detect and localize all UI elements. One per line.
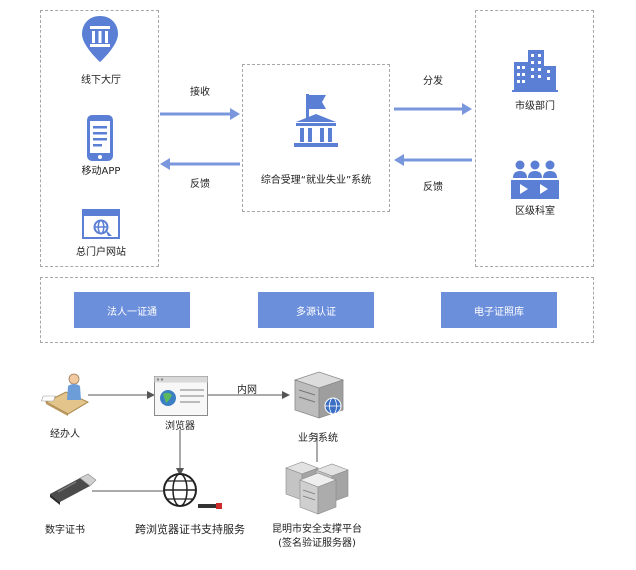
signature-verification-server-label: (签名验证服务器) xyxy=(278,538,356,549)
distribute-label: 分发 xyxy=(423,76,443,87)
building-pin-icon xyxy=(82,16,118,62)
usb-key-icon xyxy=(50,473,97,505)
center-system-box xyxy=(242,64,390,212)
web-portal-icon xyxy=(82,209,120,239)
digital-certificate-label: 数字证书 xyxy=(45,525,85,536)
feedback-left-label: 反馈 xyxy=(190,179,210,190)
globe-key-icon xyxy=(163,473,222,509)
city-department-label: 市级部门 xyxy=(515,101,555,112)
e-license-library-button: 电子证照库 xyxy=(441,292,557,328)
security-platform-label: 昆明市安全支撑平台 xyxy=(272,524,362,535)
browser-window-icon xyxy=(154,376,208,416)
channel-offline-hall-label: 线下大厅 xyxy=(81,75,121,86)
government-flag-building-icon xyxy=(294,94,338,147)
operator-at-desk-icon xyxy=(41,373,90,416)
left-channel-box xyxy=(40,10,159,267)
receive-label: 接收 xyxy=(190,87,210,98)
feedback-left-arrow xyxy=(160,158,240,170)
center-system-label: 综合受理“就业失业”系统 xyxy=(260,175,372,186)
channel-web-portal-label: 总门户网站 xyxy=(76,247,126,258)
operator-label: 经办人 xyxy=(50,429,80,440)
mobile-phone-icon xyxy=(87,115,113,161)
multi-source-auth-button: 多源认证 xyxy=(258,292,374,328)
cross-browser-service-label: 跨浏览器证书支持服务 xyxy=(135,523,245,536)
receive-arrow xyxy=(160,108,240,120)
right-unit-box xyxy=(475,10,594,267)
corporate-one-cert-button: 法人一证通 xyxy=(74,292,190,328)
signature-server-cluster-icon xyxy=(285,461,349,515)
city-buildings-icon xyxy=(512,50,558,92)
business-server-icon xyxy=(293,371,345,419)
support-services-box xyxy=(40,277,594,343)
district-office-people-icon xyxy=(511,160,559,199)
intranet-label: 内网 xyxy=(237,385,257,396)
channel-mobile-app-label: 移动APP xyxy=(81,166,121,177)
feedback-right-label: 反馈 xyxy=(423,182,443,193)
browser-label: 浏览器 xyxy=(165,421,195,432)
business-system-label: 业务系统 xyxy=(298,433,338,444)
district-office-label: 区级科室 xyxy=(515,206,555,217)
distribute-arrow xyxy=(394,103,472,115)
feedback-right-arrow xyxy=(394,154,472,166)
